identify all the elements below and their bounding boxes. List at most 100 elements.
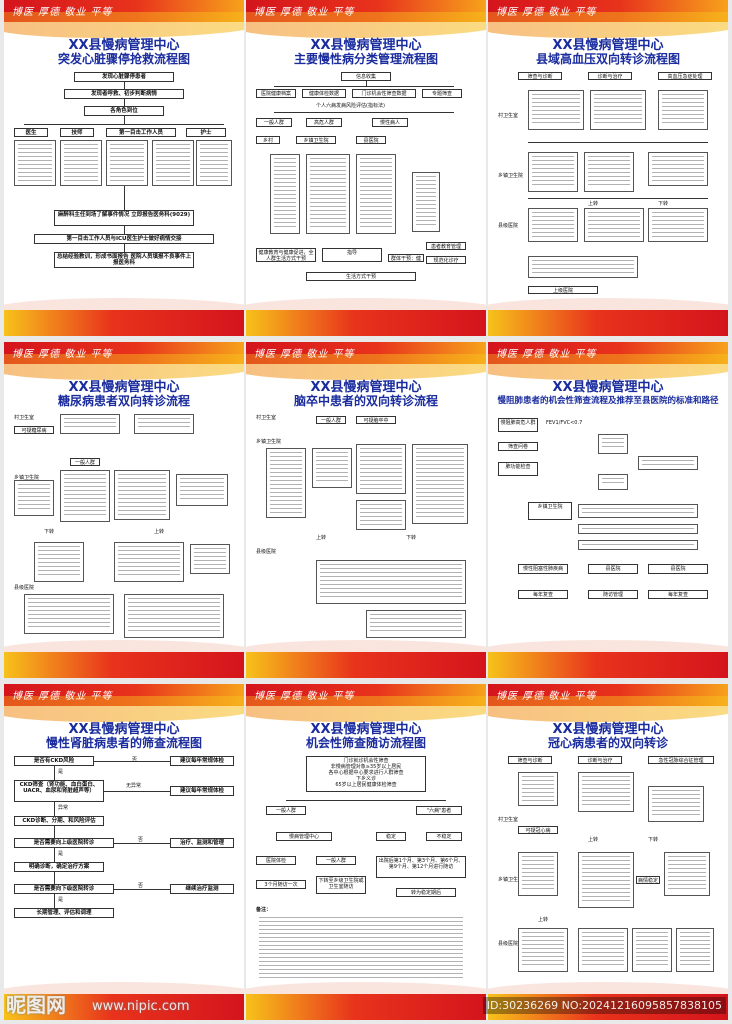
flow-node: 一般人群 [70, 458, 100, 466]
watermark-logo: 昵图网 [6, 993, 66, 1017]
level-label: 村卫生室 [498, 817, 519, 823]
panel-title: XX县慢病管理中心 [552, 38, 664, 53]
flow-node: 一般人群 [266, 806, 306, 815]
panel-copd-screening: 博医 厚德 敬业 平等 XX县慢病管理中心 慢阻肺患者的机会性筛查流程及推荐至县… [488, 342, 728, 678]
panel-title: XX县慢病管理中心 [310, 38, 422, 53]
watermark-id: ID:30236269 NO:20241216095857838105 [482, 997, 726, 1014]
flow-node: 慢阻肺高危人群 [498, 418, 538, 432]
flow-node: 信息收集 [341, 72, 391, 81]
level-label: 村卫生室 [498, 113, 519, 119]
flow-node: 筛查与诊断 [508, 756, 552, 764]
panel-subtitle: 突发心脏骤停抢救流程图 [57, 52, 190, 66]
flow-label: 无异常 [126, 783, 142, 789]
flow-node: 建议每年常规体检 [170, 756, 234, 766]
flow-node: 第一目击工作人员 [106, 128, 176, 137]
panel-title: XX县慢病管理中心 [310, 722, 422, 737]
flow-node: 一般人群 [316, 416, 346, 424]
flow-node: 乡镇卫生院 [296, 136, 336, 144]
flow-node: 护士 [186, 128, 226, 137]
level-label: 县级医院 [256, 549, 277, 555]
flow-node: 乡镇卫生院 [528, 502, 572, 520]
flow-node: 肺功能检查 [498, 462, 538, 476]
flow-label: 上转 [588, 837, 599, 843]
flow-node: 筛查问卷 [498, 442, 538, 451]
flow-node: 上级医院 [528, 286, 598, 294]
slogan: 博医 厚德 敬业 平等 [12, 691, 113, 702]
panel-title: XX县慢病管理中心 [552, 380, 664, 395]
level-label: 村卫生室 [256, 415, 277, 421]
flow-node: 县医院 [356, 136, 386, 144]
flow-node: 慢病管理中心 [276, 832, 332, 841]
flow-node: 随访管理 [588, 590, 638, 599]
slogan: 博医 厚德 敬业 平等 [254, 7, 355, 18]
flow-node: 县医院 [588, 564, 638, 574]
level-label: 县级医院 [498, 941, 519, 947]
panel-subtitle: 机会性筛查随访流程图 [305, 736, 426, 750]
level-label: 乡镇卫生院 [498, 877, 524, 883]
panel-chronic-classification: 博医 厚德 敬业 平等 XX县慢病管理中心 主要慢性病分类管理流程图 信息收集 … [246, 0, 486, 336]
flow-node: 不稳定 [426, 832, 462, 841]
flow-label: FEV1/FVC<0.7 [546, 420, 583, 426]
flow-node: 医院健康档案 [256, 89, 296, 98]
flow-node: 麻醉科主任到场了解事件情况 立即报告医务科(9029) [54, 210, 194, 226]
flow-node: 可疑冠心病 [518, 826, 558, 834]
level-label: 乡镇卫生院 [498, 173, 524, 179]
flow-node: CKD筛查（肾功能、血白蛋白、UACR、血尿和肾脏超声等） [14, 780, 104, 802]
flow-node: 可疑脑卒中 [356, 416, 396, 424]
flow-node: 慢性阻塞性肺疾病 [518, 564, 568, 574]
flow-node: 3个月随访一次 [256, 880, 306, 889]
panel-subtitle: 主要慢性病分类管理流程图 [293, 52, 438, 66]
flow-node: 规范化诊疗 [426, 256, 466, 264]
slogan: 博医 厚德 敬业 平等 [254, 691, 355, 702]
flow-node: 诊断与治疗 [578, 756, 622, 764]
slogan: 博医 厚德 敬业 平等 [12, 7, 113, 18]
slogan: 博医 厚德 敬业 平等 [496, 7, 597, 18]
flow-node: 指导 [322, 248, 382, 262]
flow-node: 一般人群 [316, 856, 356, 865]
flow-node: 下转至乡级卫生院或卫生室随访 [316, 876, 366, 894]
flow-node: 每年复查 [518, 590, 568, 599]
panel-title: XX县慢病管理中心 [310, 380, 422, 395]
level-label: 县级医院 [14, 585, 35, 591]
flow-node: 门诊机会性筛查数据 [352, 89, 416, 98]
flow-node: 县医院 [648, 564, 708, 574]
flow-node: 建议每年常规体检 [170, 786, 234, 796]
level-label: 村卫生室 [14, 415, 35, 421]
panel-cardiac-arrest: 博医 厚德 敬业 平等 XX县慢病管理中心 突发心脏骤停抢救流程图 发现心脏骤停… [4, 0, 244, 336]
panel-chd-referral: 博医 厚德 敬业 平等 XX县慢病管理中心 冠心病患者的双向转诊 筛查与诊断 诊… [488, 684, 728, 1020]
flow-node: 发现者呼救、初步判断病情 [64, 89, 184, 99]
flow-label: 否 [132, 757, 138, 763]
slogan: 博医 厚德 敬业 平等 [496, 349, 597, 360]
level-label: 乡镇卫生院 [14, 475, 40, 481]
flow-label: 上转 [588, 201, 599, 207]
flow-node: 每年复查 [648, 590, 708, 599]
panel-title: XX县慢病管理中心 [68, 380, 180, 395]
flow-node: 门诊就诊机会性筛查 非慢病管理对象≥35岁以上居民 各中心根据中心要求进行人群筛… [306, 756, 426, 792]
flow-node: 高危人群 [306, 118, 342, 127]
watermark-url: www.nipic.com [92, 999, 190, 1014]
flow-node: "六病"患者 [416, 806, 462, 815]
flow-node: 医院体检 [256, 856, 296, 865]
flow-label: 否 [138, 837, 144, 843]
flow-label: 上转 [538, 917, 549, 923]
flow-label: 是 [58, 851, 64, 857]
flow-node: 出院后第1个月、第3个月、第6个月、第9个月、第12个月进行随访 [376, 856, 466, 878]
flow-label: 上转 [316, 535, 327, 541]
flow-node: 明确诊断，确定治疗方案 [14, 862, 104, 872]
flow-node: CKD诊断、分期、和风险评估 [14, 816, 104, 826]
panel-opportunistic-screening: 博医 厚德 敬业 平等 XX县慢病管理中心 机会性筛查随访流程图 门诊就诊机会性… [246, 684, 486, 1020]
flow-node: 可疑糖尿病 [14, 426, 54, 434]
flow-node: 患者教育管理 [426, 242, 466, 250]
flow-label: 个人六病发病风险评估(指标法) [316, 103, 385, 109]
flow-node: 是否有CKD风险 [14, 756, 94, 766]
flow-node: 转为稳定期后 [396, 888, 456, 897]
flow-node: 总结经验教训，形成书面报告 医院人员填报不良事件上报医务科 [54, 252, 194, 268]
level-label: 县级医院 [498, 223, 519, 229]
panel-hypertension-referral: 博医 厚德 敬业 平等 XX县慢病管理中心 县域高血压双向转诊流程图 筛查与诊断… [488, 0, 728, 336]
panel-ckd-screening: 博医 厚德 敬业 平等 XX县慢病管理中心 慢性肾脏病患者的筛查流程图 是否有C… [4, 684, 244, 1020]
panel-subtitle: 慢阻肺患者的机会性筛查流程及推荐至县医院的标准和路径 [497, 396, 719, 406]
flow-node: 群体干预：健康教育与健康促进 [388, 254, 424, 262]
flow-node: 乡村 [256, 136, 280, 144]
slogan: 博医 厚德 敬业 平等 [496, 691, 597, 702]
flow-label: 下转 [658, 201, 669, 207]
